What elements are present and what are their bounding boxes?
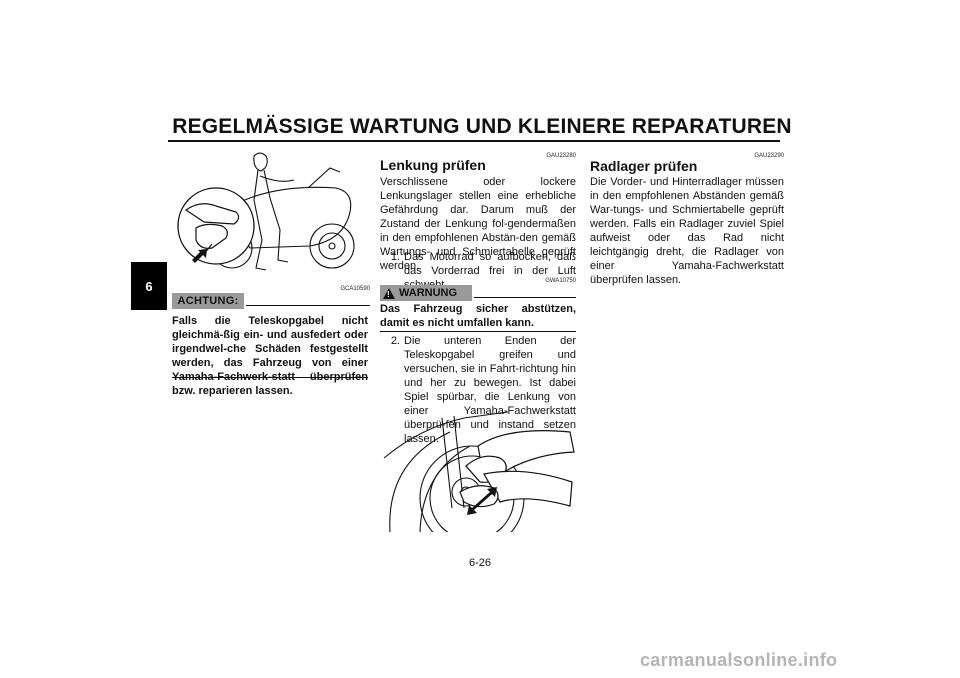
section-heading: Lenkung prüfen [380,157,486,173]
caution-rule [246,305,370,306]
page-title: REGELMÄSSIGE WARTUNG UND KLEINERE REPARA… [172,115,792,138]
title-rule [168,140,780,142]
warning-bottom-rule [380,331,576,332]
section-intro: Verschlissene oder lockere Lenkungslager… [380,176,576,272]
watermark: carmanualsonline.info [640,650,838,670]
section-code-right: GAU23290 [754,153,784,159]
section-heading-right: Radlager prüfen [590,158,698,174]
step-2-text: Die unteren Enden der Teleskopgabel grei… [404,335,576,445]
warning-rule [474,297,576,298]
section-text-right: Die Vorder- und Hinterradlager müssen in… [590,176,784,286]
caution-bottom-rule [172,377,368,378]
warning-code: GWA10750 [545,278,576,284]
caution-label: ACHTUNG: [172,293,244,309]
step-1-number: 1. [390,251,400,263]
caution-text: Falls die Teleskopgabel nicht gleichmä-ß… [172,315,368,397]
warning-icon: ! [383,287,395,299]
page-number: 6-26 [468,557,492,569]
front-fork-check-illustration [383,411,575,532]
figure-code: GCA10590 [340,286,370,292]
step-1: 1. Das Motorrad so aufbocken, daß das Vo… [380,250,576,292]
step-2: 2. Die unteren Enden der Teleskopgabel g… [380,334,576,446]
section-code: GAU23280 [546,153,576,159]
scooter-fork-check-illustration [177,152,355,271]
warning-label: ! WARNUNG [380,285,472,301]
chapter-tab: 6 [131,262,167,310]
step-2-number: 2. [390,335,400,347]
step-1-text: Das Motorrad so aufbocken, daß das Vorde… [404,251,576,291]
warning-text: Das Fahrzeug sicher abstützen, damit es … [380,303,576,329]
warning-label-text: WARNUNG [399,287,458,299]
